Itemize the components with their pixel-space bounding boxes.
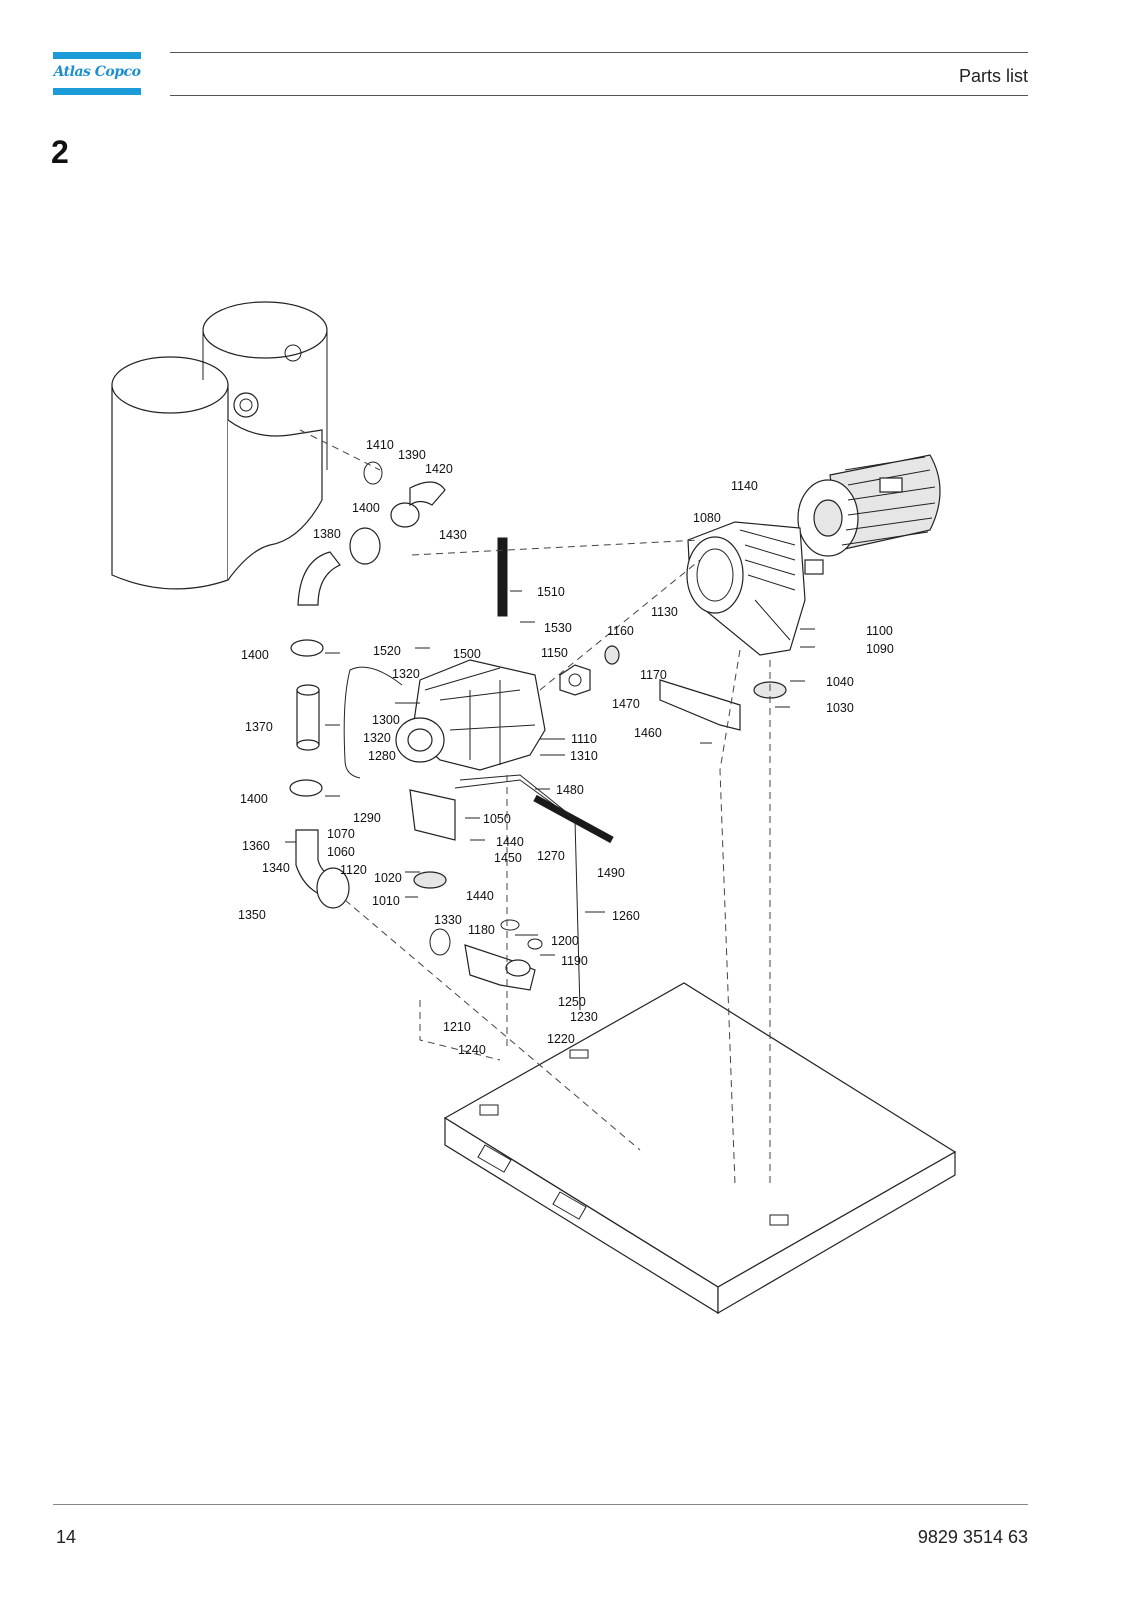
callout-1130: 1130 [651,605,678,619]
callout-1060: 1060 [327,845,355,859]
separator-tank [111,301,328,590]
callout-1160: 1160 [607,624,634,638]
logo-top-bar [53,52,141,59]
callout-1020: 1020 [374,871,402,885]
callout-1400: 1400 [241,648,269,662]
mounting-brackets [409,679,787,991]
logo-wordmark: Atlas Copco [53,64,141,80]
callout-1310: 1310 [570,749,598,763]
callout-1360: 1360 [242,839,270,853]
section-number: 2 [51,134,69,170]
callout-1280: 1280 [368,749,396,763]
callout-1110: 1110 [571,732,597,746]
callout-1030: 1030 [826,701,854,715]
callout-1070: 1070 [327,827,355,841]
callout-1140: 1140 [731,479,758,493]
callout-1230: 1230 [570,1010,598,1024]
page-header-title: Parts list [958,66,1028,86]
motor-flange-housing [686,521,806,656]
document-number: 9829 3514 63 [917,1527,1028,1547]
callout-1390: 1390 [398,448,426,462]
callout-1300: 1300 [372,713,400,727]
callout-1340: 1340 [262,861,290,875]
callout-1510: 1510 [537,585,565,599]
callout-1450: 1450 [494,851,522,865]
callout-1240: 1240 [458,1043,486,1057]
logo-bottom-bar [53,88,141,95]
callout-1170: 1170 [640,668,667,682]
callout-1290: 1290 [353,811,381,825]
callout-1270: 1270 [537,849,565,863]
callout-1190: 1190 [561,954,588,968]
callout-1410: 1410 [366,438,394,452]
callout-1150: 1150 [541,646,568,660]
electric-motor [797,454,941,575]
callout-1380: 1380 [313,527,341,541]
callout-1250: 1250 [558,995,586,1009]
header-rule-bottom [170,95,1028,96]
atlas-copco-logo: Atlas Copco [53,52,141,95]
callout-1460: 1460 [634,726,662,740]
hoses-and-bars [343,537,614,1011]
callout-1320: 1320 [363,731,391,745]
callout-1420: 1420 [425,462,453,476]
callout-1040: 1040 [826,675,854,689]
callout-1210: 1210 [443,1020,471,1034]
page-number: 14 [56,1527,77,1547]
callout-1490: 1490 [597,866,625,880]
callout-1320: 1320 [392,667,420,681]
callout-1520: 1520 [373,644,401,658]
callout-1400: 1400 [352,501,380,515]
outlet-pipes [289,461,446,909]
callout-1010: 1010 [372,894,400,908]
footer-rule [53,1504,1028,1505]
callout-1370: 1370 [245,720,273,734]
callout-1220: 1220 [547,1032,575,1046]
callout-1090: 1090 [866,642,894,656]
callout-1500: 1500 [453,647,481,661]
callout-1120: 1120 [340,863,367,877]
callout-1530: 1530 [544,621,572,635]
compressor-element [395,659,546,771]
callout-1200: 1200 [551,934,579,948]
callout-1440: 1440 [496,835,524,849]
callout-1330: 1330 [434,913,462,927]
callout-1480: 1480 [556,783,584,797]
base-frame [443,982,957,1315]
assembly-dashed-lines [299,429,771,1186]
callout-1400: 1400 [240,792,268,806]
callout-1440: 1440 [466,889,494,903]
coupling [559,645,620,696]
callout-1050: 1050 [483,812,511,826]
callout-1180: 1180 [468,923,495,937]
callout-1100: 1100 [866,624,893,638]
leader-lines [285,590,815,956]
part-callouts: 1410 1390 1420 1400 1430 1380 1140 1080 … [238,438,894,1057]
callout-1260: 1260 [612,909,640,923]
callout-1470: 1470 [612,697,640,711]
callout-1350: 1350 [238,908,266,922]
header-rule-top [170,52,1028,53]
callout-1430: 1430 [439,528,467,542]
callout-1080: 1080 [693,511,721,525]
